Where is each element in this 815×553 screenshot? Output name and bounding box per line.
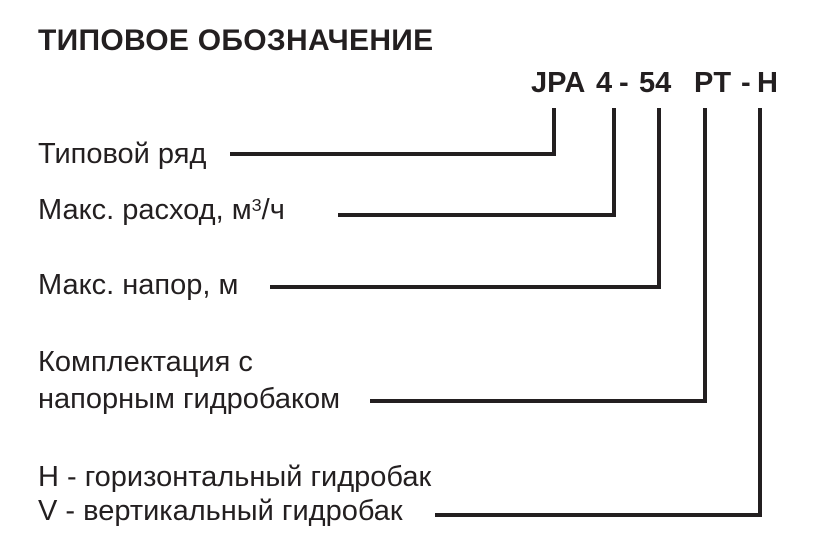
connector-series-vline [552, 108, 556, 156]
connector-head-hline [270, 285, 661, 289]
model-code-dash-2: - [741, 67, 751, 99]
callout-head-label: Макс. напор, м [38, 269, 239, 301]
callout-flow-label-superscript: 3 [251, 194, 262, 215]
connector-flow-vline [612, 108, 616, 217]
callout-tank-label-line1: Комплектация с [38, 346, 253, 378]
connector-orientation-hline [435, 513, 762, 517]
connector-tank-hline [370, 399, 707, 403]
model-code-segment-flow: 4 [596, 67, 613, 99]
callout-series-label: Типовой ряд [38, 138, 207, 170]
page-title: ТИПОВОЕ ОБОЗНАЧЕНИЕ [38, 24, 434, 57]
connector-series-hline [230, 152, 556, 156]
callout-flow-label: Макс. расход, м3/ч [38, 196, 285, 225]
connector-tank-vline [703, 108, 707, 403]
callout-tank-label-line2: напорным гидробаком [38, 383, 341, 415]
callout-orientation-label-line1: H - горизонтальный гидробак [38, 461, 432, 493]
model-code-segment-tank: PT [694, 67, 732, 99]
model-code-dash-1: - [619, 67, 629, 99]
model-code-segment-series: JPA [531, 67, 586, 99]
connector-flow-hline [338, 213, 616, 217]
callout-orientation-label-line2: V - вертикальный гидробак [38, 495, 403, 527]
callout-flow-label-pre: Макс. расход, м [38, 194, 252, 226]
model-code-segment-orientation: H [757, 67, 778, 99]
model-code-segment-head: 54 [639, 67, 672, 99]
connector-head-vline [657, 108, 661, 289]
connector-orientation-vline [758, 108, 762, 517]
callout-flow-label-post: /ч [261, 194, 285, 226]
